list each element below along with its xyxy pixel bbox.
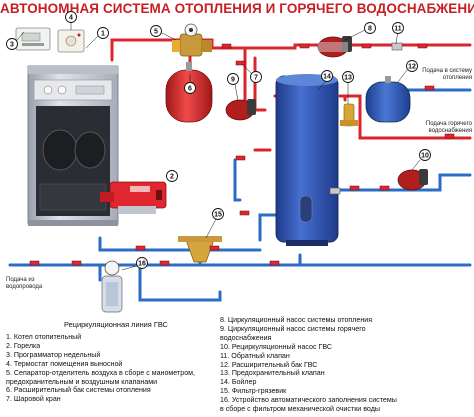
marker-16: 16 — [136, 257, 148, 269]
legend-item: 16. Устройство автоматического заполнени… — [220, 396, 397, 405]
marker-label: 3 — [10, 42, 14, 49]
dhw-recirculation-line-label: Рециркуляционная линия ГВС — [64, 320, 168, 329]
safety-valve — [340, 103, 358, 127]
legend-item: предохранительным и воздушным клапанами — [6, 377, 158, 386]
marker-3: 3 — [6, 38, 18, 50]
marker-12: 12 — [406, 60, 418, 72]
marker-15: 15 — [212, 208, 224, 220]
legend-item: 15. Фильтр-грязевик — [220, 387, 287, 396]
marker-13: 13 — [342, 71, 354, 83]
marker-6: 6 — [184, 82, 196, 94]
ball-valves — [29, 43, 455, 266]
legend-item: 12. Расширительный бак ГВС — [220, 360, 318, 369]
marker-14: 14 — [321, 70, 333, 82]
room-thermostat — [57, 29, 85, 53]
air-separator-assembly — [172, 23, 212, 57]
legend-item: 2. Горелка — [6, 341, 41, 350]
marker-label: 14 — [323, 74, 331, 81]
mud-filter — [178, 236, 222, 263]
marker-label: 15 — [214, 212, 222, 219]
marker-8: 8 — [364, 22, 376, 34]
dhw-recirculation-pump — [397, 169, 428, 191]
legend-item: 10. Рециркуляционный насос ГВС — [220, 342, 332, 351]
marker-label: 9 — [231, 77, 235, 84]
legend-item: 5. Сепаратор-отделитель воздуха в сборе … — [6, 368, 195, 377]
label-to-hot-water: Подача горячего водоснабжения — [425, 121, 472, 134]
marker-label: 11 — [394, 26, 402, 33]
marker-9: 9 — [227, 73, 239, 85]
legend-item: в сборе с фильтром механической очистки … — [220, 405, 380, 414]
marker-label: 4 — [69, 15, 73, 22]
marker-label: 1 — [101, 31, 105, 38]
dhw-circulation-pump — [225, 99, 256, 121]
legend-item: 8. Циркуляционный насос системы отоплени… — [220, 316, 373, 324]
legend-left: 1. Котел отопительный 2. Горелка 3. Прог… — [6, 333, 195, 404]
weekly-programmer — [15, 27, 51, 51]
marker-7: 7 — [250, 71, 262, 83]
marker-2: 2 — [166, 170, 178, 182]
marker-label: 8 — [368, 26, 372, 33]
check-valves — [329, 42, 403, 195]
auto-fill-device — [101, 260, 123, 313]
marker-label: 7 — [254, 75, 258, 82]
legend-item: 6. Расширительный бак системы отопления — [6, 386, 151, 395]
legend-item: 4. Термостат помещения выносной — [6, 359, 123, 368]
marker-11: 11 — [392, 22, 404, 34]
burner — [100, 181, 167, 214]
marker-10: 10 — [419, 149, 431, 161]
legend-item: 9. Циркуляционный насос системы горячего — [220, 324, 366, 333]
heating-expansion-tank — [165, 62, 213, 123]
diagram-title: АВТОНОМНАЯ СИСТЕМА ОТОПЛЕНИЯ И ГОРЯЧЕГО … — [0, 1, 474, 16]
marker-label: 6 — [188, 86, 192, 93]
legend-item: 13. Предохранительный клапан — [220, 369, 325, 378]
heating-boiler — [27, 65, 119, 226]
legend-right: 8. Циркуляционный насос системы отоплени… — [220, 316, 397, 414]
legend-item: 11. Обратный клапан — [220, 351, 290, 360]
marker-label: 13 — [344, 75, 352, 82]
legend-item: 7. Шаровой кран — [6, 395, 61, 404]
marker-label: 10 — [421, 153, 429, 160]
marker-label: 5 — [154, 29, 158, 36]
heating-circulation-pump — [317, 36, 352, 58]
marker-label: 16 — [138, 261, 146, 268]
marker-label: 2 — [170, 174, 174, 181]
dhw-expansion-tank — [365, 76, 411, 123]
legend-item: водоснабжения — [220, 333, 272, 342]
label-from-water-supply: Подача из водопровода — [6, 277, 43, 290]
marker-1: 1 — [97, 27, 109, 39]
legend-item: 3. Программатор недельный — [6, 350, 101, 359]
hot-water-boiler — [275, 74, 339, 246]
marker-4: 4 — [65, 11, 77, 23]
marker-5: 5 — [150, 25, 162, 37]
label-to-heating: Подача в систему отопления — [422, 68, 472, 81]
marker-label: 12 — [408, 64, 416, 71]
legend-item: 1. Котел отопительный — [6, 333, 82, 341]
legend-item: 14. Бойлер — [220, 378, 257, 387]
